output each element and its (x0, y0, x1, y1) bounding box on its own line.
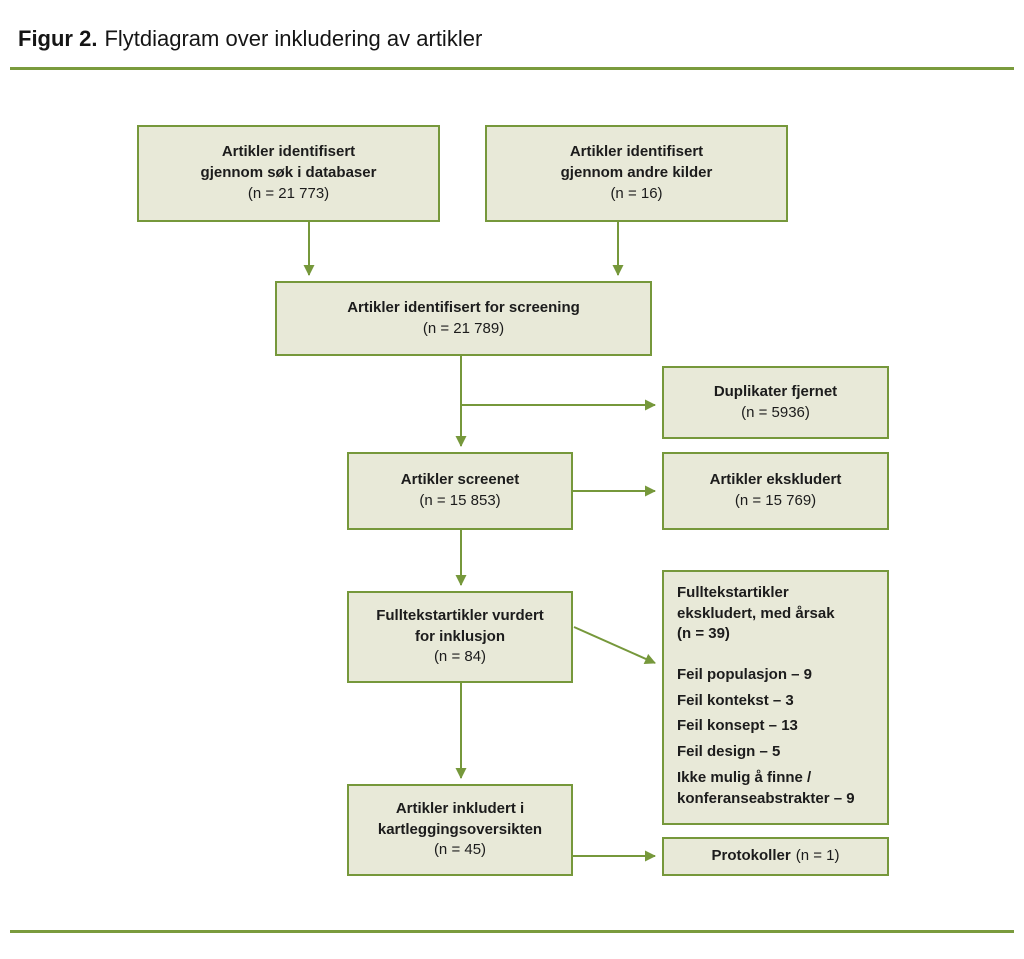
box-protocols: Protokoller (n = 1) (662, 837, 889, 876)
box-identified-databases-line2: gjennom søk i databaser (200, 164, 377, 182)
box-identified-other: Artikler identifisert gjennom andre kild… (485, 125, 788, 222)
exclusion-reasons-list: Feil populasjon – 9 Feil kontekst – 3 Fe… (677, 660, 879, 809)
box-duplicates-removed: Duplikater fjernet (n = 5936) (662, 366, 889, 439)
box-duplicates-removed-line1: Duplikater fjernet (713, 382, 838, 400)
box-identified-databases-count: (n = 21 773) (247, 184, 330, 202)
box-duplicates-removed-count: (n = 5936) (741, 403, 810, 421)
box-excluded: Artikler ekskludert (n = 15 769) (662, 452, 889, 530)
box-fulltext-assessed-line2: for inklusjon (415, 627, 505, 645)
box-fulltext-assessed: Fulltekstartikler vurdert for inklusjon … (347, 591, 573, 683)
box-identified-databases-line1: Artikler identifisert (221, 143, 356, 161)
exclusion-reason-population: Feil populasjon – 9 (677, 666, 813, 684)
box-fulltext-assessed-line1: Fulltekstartikler vurdert (376, 606, 544, 624)
box-screened: Artikler screenet (n = 15 853) (347, 452, 573, 530)
box-protocols-count: (n = 1) (795, 847, 840, 865)
box-fulltext-assessed-count: (n = 84) (433, 648, 487, 666)
exclusion-reason-context: Feil kontekst – 3 (677, 691, 794, 709)
box-identified-other-count: (n = 16) (610, 184, 663, 202)
top-divider (10, 67, 1014, 70)
box-identified-databases: Artikler identifisert gjennom søk i data… (137, 125, 440, 222)
box-fulltext-excluded-header1: Fulltekstartikler (677, 584, 789, 601)
box-included-line2: kartleggingsoversikten (377, 820, 543, 838)
bottom-divider (10, 930, 1014, 933)
arrow-fulltext-to-excluded-reasons (573, 626, 656, 664)
figure-title: Figur 2.Flytdiagram over inkludering av … (18, 26, 482, 52)
figure-title-number: Figur 2. (18, 26, 98, 51)
box-protocols-label: Protokoller (711, 847, 791, 865)
box-screening-count: (n = 21 789) (422, 319, 505, 337)
box-included: Artikler inkludert i kartleggingsoversik… (347, 784, 573, 876)
box-included-line1: Artikler inkludert i (395, 799, 525, 817)
box-identified-other-line1: Artikler identifisert (569, 143, 704, 161)
box-excluded-line1: Artikler ekskludert (709, 471, 842, 489)
box-screening-line1: Artikler identifisert for screening (347, 298, 580, 316)
box-identified-other-line2: gjennom andre kilder (560, 164, 713, 182)
box-included-count: (n = 45) (433, 841, 487, 859)
box-screened-line1: Artikler screenet (400, 471, 520, 489)
box-fulltext-excluded-count: (n = 39) (677, 625, 730, 643)
figure-title-text: Flytdiagram over inkludering av artikler (104, 26, 483, 51)
exclusion-reason-not-found: Ikke mulig å finne / konferanseabstrakte… (677, 768, 855, 807)
box-screening: Artikler identifisert for screening (n =… (275, 281, 652, 356)
exclusion-reason-concept: Feil konsept – 13 (677, 717, 798, 735)
exclusion-reason-design: Feil design – 5 (677, 743, 781, 761)
box-fulltext-excluded-header2: ekskludert, med årsak (677, 604, 835, 622)
box-fulltext-excluded: Fulltekstartikler ekskludert, med årsak … (662, 570, 889, 825)
box-screened-count: (n = 15 853) (419, 492, 501, 509)
box-excluded-count: (n = 15 769) (734, 492, 817, 509)
